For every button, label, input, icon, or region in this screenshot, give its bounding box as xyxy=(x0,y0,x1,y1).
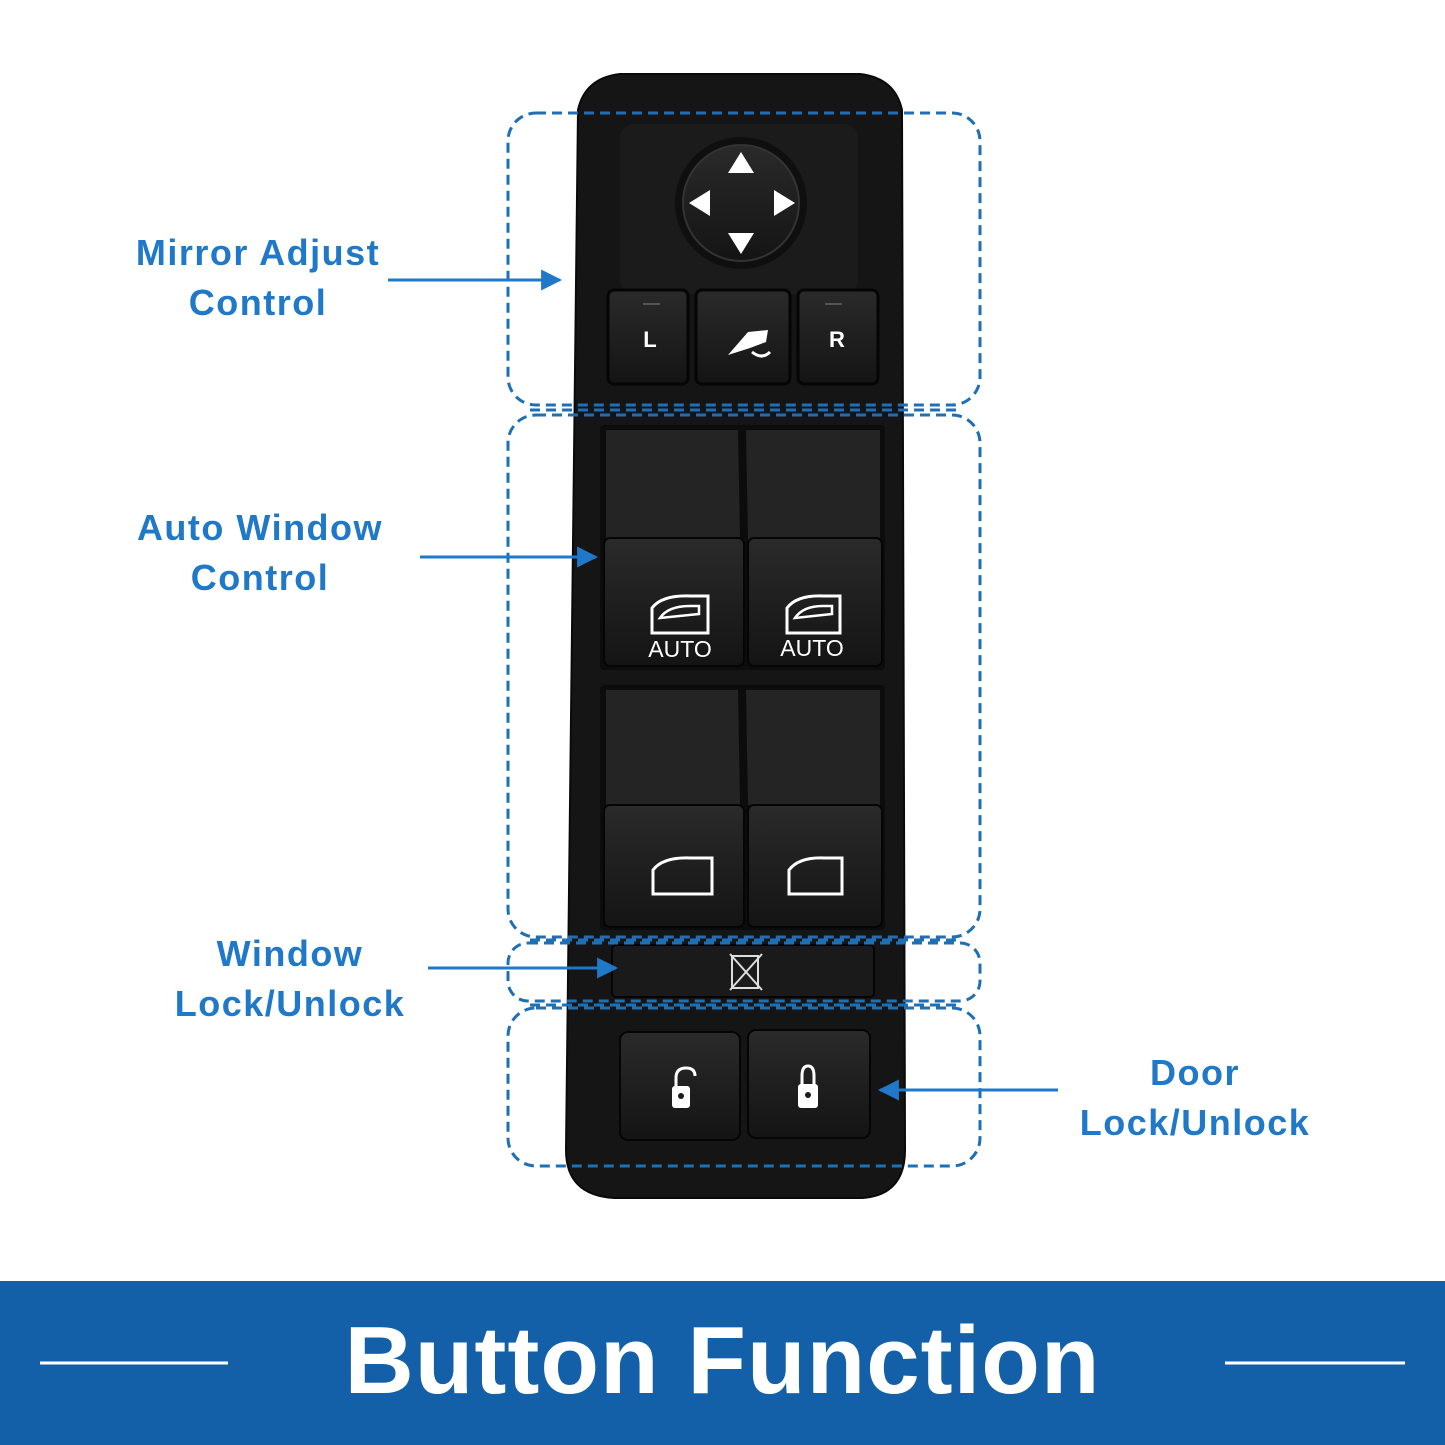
mirror-joystick[interactable] xyxy=(675,137,807,269)
window-lock-button[interactable] xyxy=(611,944,875,998)
lock-region-outline xyxy=(506,941,982,1003)
mirror-adjust-callout: Mirror Adjust Control xyxy=(98,228,418,328)
mirror-right-label: R xyxy=(829,327,845,352)
door-lock-button[interactable] xyxy=(747,1029,871,1139)
door-unlock-button[interactable] xyxy=(619,1031,741,1141)
door-callout-line2: Lock/Unlock xyxy=(1079,1102,1311,1143)
mirror-fold-button[interactable] xyxy=(694,288,792,386)
auto-window-callout: Auto Window Control xyxy=(100,503,420,603)
window-icon xyxy=(787,856,844,896)
lock-callout-line2: Lock/Unlock xyxy=(174,983,406,1024)
window-switch-rear-right[interactable] xyxy=(746,690,883,928)
mirror-select-left-button[interactable] xyxy=(606,288,690,386)
mirror-region-outline xyxy=(506,111,982,407)
window-icon xyxy=(650,594,710,635)
arrow-up-icon xyxy=(728,152,754,173)
window-switch-front-right[interactable] xyxy=(746,430,883,667)
window-icon xyxy=(785,594,842,635)
mirror-callout-line2: Control xyxy=(188,282,328,323)
switch-panel-illustration: L R AUTO AUTO xyxy=(388,73,1058,1199)
window-region-outline xyxy=(506,413,982,939)
mirror-callout-line1: Mirror Adjust xyxy=(135,232,381,273)
window-callout-line2: Control xyxy=(190,557,330,598)
mirror-fold-icon xyxy=(728,330,768,355)
window-callout-line1: Auto Window xyxy=(136,507,384,548)
arrow-right-icon xyxy=(774,190,795,216)
arrow-down-icon xyxy=(728,233,754,254)
auto-label-front-left: AUTO xyxy=(648,636,711,662)
window-switch-front-left[interactable] xyxy=(603,430,745,667)
window-lock-callout: Window Lock/Unlock xyxy=(130,929,450,1029)
mirror-select-right-button[interactable] xyxy=(796,288,880,386)
mirror-left-label: L xyxy=(643,327,656,352)
door-region-outline xyxy=(506,1006,982,1168)
auto-label-front-right: AUTO xyxy=(780,635,843,661)
window-icon xyxy=(651,856,714,896)
lock-callout-line1: Window xyxy=(216,933,364,974)
window-switch-rear-left[interactable] xyxy=(603,690,745,928)
banner xyxy=(0,1281,1445,1445)
door-lock-callout: Door Lock/Unlock xyxy=(1035,1048,1355,1148)
arrow-left-icon xyxy=(689,190,710,216)
window-lock-icon xyxy=(731,955,759,989)
banner-title: Button Function xyxy=(344,1307,1101,1414)
door-callout-line1: Door xyxy=(1150,1052,1240,1093)
